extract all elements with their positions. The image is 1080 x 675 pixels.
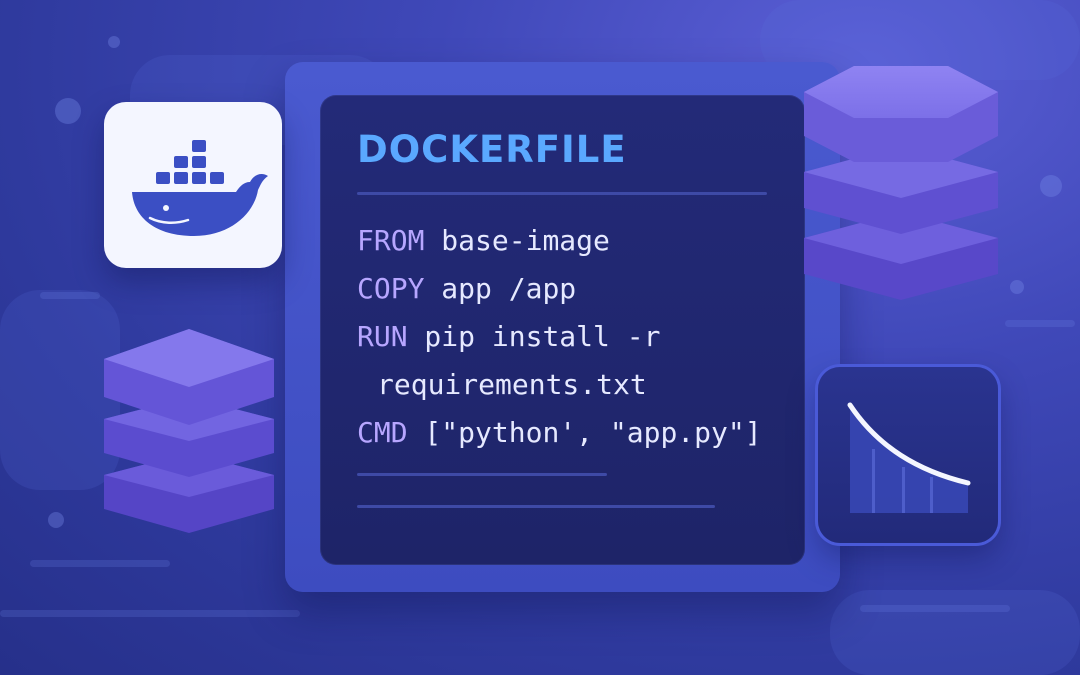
code-text: app /app [424, 272, 577, 305]
code-keyword: CMD [357, 416, 408, 449]
layer-stack-icon [804, 66, 998, 300]
layer-stack-icon [104, 329, 274, 533]
background-shape [830, 590, 1080, 675]
code-keyword: COPY [357, 272, 425, 305]
dockerfile-title: DOCKERFILE [357, 128, 627, 171]
chart-curve [847, 402, 971, 486]
background-dot [1040, 175, 1062, 197]
code-line-run: RUN pip install -r [357, 313, 762, 361]
background-dot [1010, 280, 1024, 294]
code-keyword: RUN [357, 320, 408, 353]
chart-area [850, 405, 968, 513]
code-text: pip install -r [407, 320, 661, 353]
code-keyword: FROM [357, 224, 425, 257]
chart-bar [872, 449, 875, 513]
background-dot [108, 36, 120, 48]
code-block: FROM base-image COPY app /app RUN pip in… [357, 217, 762, 457]
code-line-cmd: CMD ["python', "app.py"] [357, 409, 762, 457]
dockerfile-card: DOCKERFILE FROM base-image COPY app /app… [320, 95, 805, 565]
stack-layer-top [804, 66, 998, 162]
stack-layer-top [104, 329, 274, 425]
code-divider [357, 505, 715, 508]
code-text: ["python', "app.py"] [407, 416, 762, 449]
code-line-run-continued: requirements.txt [357, 361, 762, 409]
background-streak [1005, 320, 1075, 327]
title-divider [357, 192, 767, 195]
chart-bar [930, 477, 933, 513]
docker-whale-icon [132, 140, 268, 236]
background-dot [48, 512, 64, 528]
code-text: base-image [424, 224, 610, 257]
code-line-from: FROM base-image [357, 217, 762, 265]
background-dot [55, 98, 81, 124]
background-streak [860, 605, 1010, 612]
code-line-copy: COPY app /app [357, 265, 762, 313]
code-divider [357, 473, 607, 476]
background-streak [40, 292, 100, 299]
decay-curve-chart-icon [847, 402, 971, 513]
stack-layer-bottom [804, 212, 998, 300]
chart-tile [818, 367, 998, 543]
code-text: requirements.txt [377, 368, 647, 401]
background-streak [30, 560, 170, 567]
chart-bar [902, 467, 905, 513]
docker-logo-tile [104, 102, 282, 268]
background-streak [0, 610, 300, 617]
background-shape [0, 290, 120, 490]
